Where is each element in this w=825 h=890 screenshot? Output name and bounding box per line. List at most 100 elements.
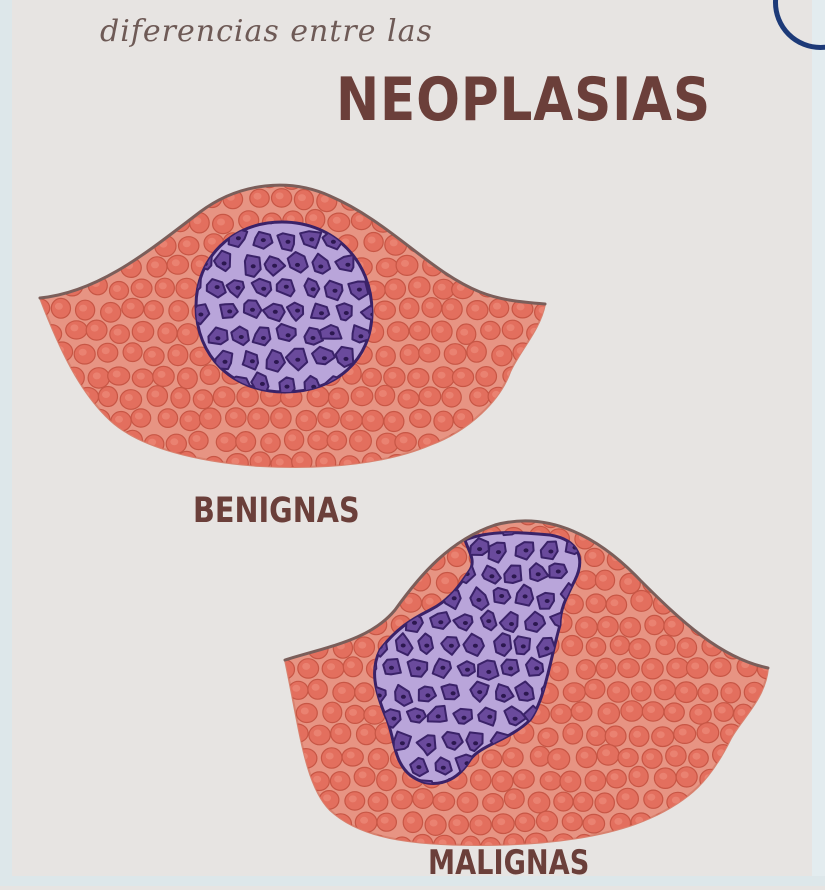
tumor-cell bbox=[417, 542, 437, 561]
tissue-cell-highlight bbox=[400, 436, 408, 443]
tissue-cell bbox=[735, 570, 754, 588]
tissue-cell-highlight bbox=[760, 706, 768, 713]
tumor-cell-nucleus bbox=[412, 621, 417, 625]
tissue-cell bbox=[419, 168, 440, 186]
tissue-cell-highlight bbox=[622, 793, 630, 800]
tumor-cell-nucleus bbox=[583, 521, 588, 525]
tissue-cell-highlight bbox=[312, 595, 320, 602]
tissue-cell-highlight bbox=[93, 414, 101, 421]
tissue-cell bbox=[377, 167, 397, 186]
tissue-cell-highlight bbox=[91, 325, 99, 332]
tissue-cell-highlight bbox=[69, 413, 77, 420]
tissue-cell-highlight bbox=[195, 173, 203, 180]
tissue-cell-highlight bbox=[127, 303, 135, 310]
tumor-cell bbox=[433, 516, 449, 536]
tissue-cell-highlight bbox=[695, 620, 703, 627]
tissue-cell bbox=[286, 595, 308, 613]
tumor-cell-nucleus bbox=[424, 644, 429, 648]
tissue-cell bbox=[487, 432, 509, 450]
tumor-cell-nucleus bbox=[390, 522, 395, 526]
tissue-cell-highlight bbox=[430, 820, 438, 827]
tissue-cell-highlight bbox=[174, 217, 182, 224]
tissue-cell-highlight bbox=[254, 193, 262, 200]
tissue-cell-highlight bbox=[682, 556, 690, 563]
tissue-cell-highlight bbox=[515, 263, 523, 270]
tissue-cell-highlight bbox=[457, 413, 465, 420]
tissue-cell bbox=[432, 189, 451, 210]
tissue-cell-highlight bbox=[371, 533, 379, 540]
tissue-cell bbox=[698, 550, 719, 569]
tissue-cell-highlight bbox=[703, 554, 711, 561]
tissue-cell-highlight bbox=[566, 640, 574, 647]
tumor-cell-nucleus bbox=[487, 715, 492, 719]
tissue-cell bbox=[702, 505, 723, 523]
tissue-cell-highlight bbox=[718, 707, 726, 714]
tissue-cell-highlight bbox=[101, 216, 109, 223]
tissue-cell-highlight bbox=[539, 307, 547, 314]
tissue-cell-highlight bbox=[656, 508, 664, 515]
tissue-cell-highlight bbox=[350, 839, 358, 846]
tissue-cell-highlight bbox=[681, 771, 689, 778]
tissue-cell bbox=[510, 259, 531, 278]
tissue-cell bbox=[54, 434, 73, 453]
tissue-cell bbox=[737, 794, 757, 813]
tissue-cell bbox=[357, 548, 377, 567]
tissue-cell-highlight bbox=[125, 394, 133, 401]
tissue-cell-highlight bbox=[381, 438, 389, 445]
tissue-cell bbox=[760, 572, 780, 590]
tumor-cell-nucleus bbox=[512, 574, 517, 578]
tissue-cell bbox=[398, 212, 418, 231]
tissue-cell bbox=[743, 594, 765, 614]
tissue-cell-highlight bbox=[301, 708, 309, 715]
tissue-cell-highlight bbox=[748, 598, 756, 605]
tumor-cell bbox=[369, 539, 386, 555]
tissue-cell-highlight bbox=[218, 391, 226, 398]
tissue-cell-highlight bbox=[669, 577, 677, 584]
tissue-cell-highlight bbox=[292, 776, 300, 783]
tissue-cell-highlight bbox=[528, 417, 536, 424]
tissue-cell bbox=[744, 769, 765, 789]
tissue-cell-highlight bbox=[566, 816, 574, 823]
bottom-border bbox=[0, 876, 825, 886]
tumor-cell-nucleus bbox=[486, 619, 491, 623]
tissue-cell bbox=[760, 526, 780, 545]
tissue-cell bbox=[238, 167, 257, 187]
tissue-cell-highlight bbox=[347, 752, 355, 759]
tumor-cell-nucleus bbox=[331, 240, 336, 244]
tissue-cell-highlight bbox=[505, 196, 513, 203]
tissue-cell-highlight bbox=[622, 533, 630, 540]
tissue-cell-highlight bbox=[499, 507, 507, 514]
tumor-cell-nucleus bbox=[261, 287, 266, 291]
tissue-cell-highlight bbox=[418, 530, 426, 537]
tissue-cell-highlight bbox=[346, 577, 354, 584]
tissue-cell-highlight bbox=[727, 643, 735, 650]
tissue-cell-highlight bbox=[230, 412, 238, 419]
tissue-cell-highlight bbox=[438, 529, 446, 536]
right-border bbox=[812, 0, 825, 886]
tissue-cell-highlight bbox=[252, 413, 260, 420]
tumor-cell-nucleus bbox=[215, 336, 220, 340]
tissue-cell-highlight bbox=[383, 597, 391, 604]
tissue-cell bbox=[341, 574, 363, 593]
tissue-cell-highlight bbox=[507, 752, 515, 759]
tissue-cell bbox=[275, 660, 295, 679]
tumor-cell-nucleus bbox=[389, 666, 394, 670]
tissue-cell-highlight bbox=[580, 664, 588, 671]
tissue-cell-highlight bbox=[396, 794, 404, 801]
tissue-cell-highlight bbox=[333, 393, 341, 400]
tumor-cell-nucleus bbox=[239, 335, 244, 339]
tissue-cell bbox=[452, 234, 473, 252]
tissue-cell bbox=[284, 636, 305, 654]
tissue-cell bbox=[755, 702, 776, 721]
tissue-cell-highlight bbox=[327, 663, 335, 670]
tissue-cell-highlight bbox=[580, 575, 588, 582]
tumor-cell-nucleus bbox=[330, 331, 335, 335]
tissue-cell bbox=[478, 454, 498, 474]
tissue-cell-highlight bbox=[162, 413, 170, 420]
tissue-cell bbox=[628, 549, 649, 569]
tissue-cell-highlight bbox=[612, 687, 620, 694]
tissue-cell-highlight bbox=[115, 416, 123, 423]
tissue-cell-highlight bbox=[381, 262, 389, 269]
tumor-cell-nucleus bbox=[401, 695, 406, 699]
tissue-cell-highlight bbox=[405, 597, 413, 604]
